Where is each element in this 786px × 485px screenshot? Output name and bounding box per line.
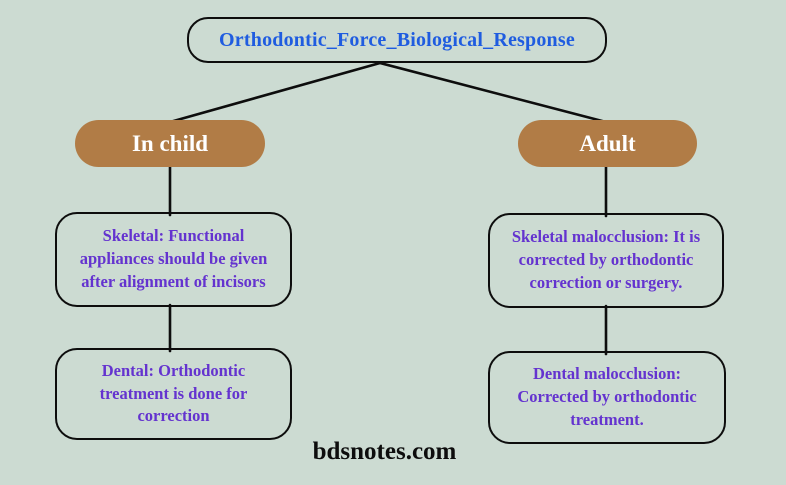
root-node-label: Orthodontic_Force_Biological_Response: [219, 28, 575, 51]
branch-node-adult: Adult: [518, 120, 697, 167]
branch-node-adult-label: Adult: [579, 130, 636, 156]
adult-skeletal-node-label: Skeletal malocclusion: It is corrected b…: [511, 227, 701, 292]
adult-skeletal-node: Skeletal malocclusion: It is corrected b…: [488, 213, 724, 308]
child-dental-node-label: Dental: Orthodontic treatment is done fo…: [99, 360, 248, 426]
watermark-text: bdsnotes.com: [312, 438, 457, 465]
branch-node-in-child: In child: [75, 120, 265, 167]
adult-dental-node: Dental malocclusion: Corrected by orthod…: [488, 351, 726, 444]
branch-node-in-child-label: In child: [131, 130, 209, 156]
child-skeletal-node-label: Skeletal: Functional appliances should b…: [79, 226, 268, 291]
child-skeletal-node: Skeletal: Functional appliances should b…: [55, 212, 292, 307]
adult-dental-node-label: Dental malocclusion: Corrected by orthod…: [517, 364, 697, 429]
connector-root-to-child: [168, 61, 382, 124]
child-dental-node: Dental: Orthodontic treatment is done fo…: [55, 348, 292, 440]
connector-root-to-adult: [378, 61, 608, 124]
root-node: Orthodontic_Force_Biological_Response: [187, 17, 607, 63]
